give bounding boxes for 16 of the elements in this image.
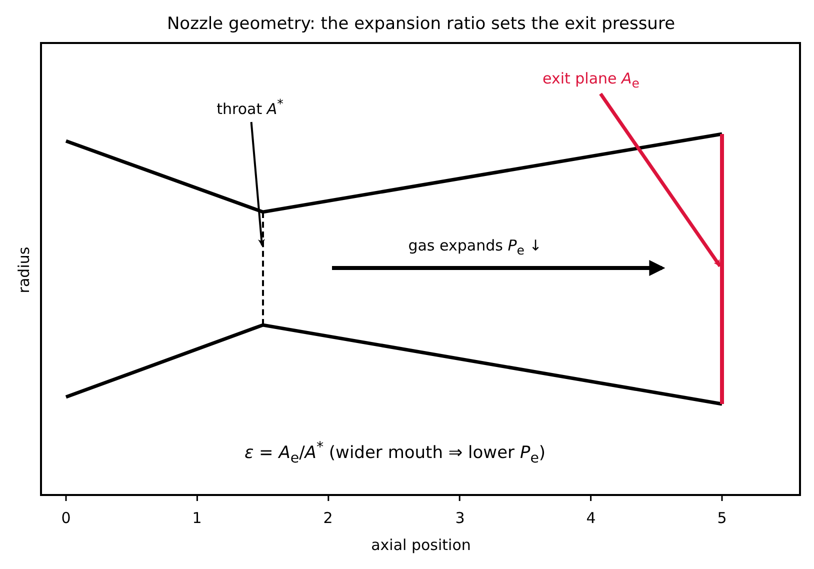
chart-title: Nozzle geometry: the expansion ratio sets the exit pressure bbox=[166, 14, 676, 34]
tick-label: 4 bbox=[586, 509, 596, 527]
annotation-label: exit plane A$_{e}$ bbox=[542, 70, 640, 90]
tick-label: 0 bbox=[61, 509, 71, 527]
axis-label: radius bbox=[15, 246, 33, 294]
leader-line bbox=[599, 92, 722, 268]
leader-line bbox=[250, 122, 265, 246]
formula-label: ε = A$_{e}$/A$^{*}$ (wider mouth ⇒ lower P$_{e}$) bbox=[244, 439, 546, 467]
tick-label: 1 bbox=[192, 509, 202, 527]
axis-label: axial position bbox=[371, 536, 471, 554]
tick-label: 5 bbox=[717, 509, 727, 527]
tick-label: 3 bbox=[455, 509, 465, 527]
throat-line bbox=[262, 212, 266, 325]
flow-label: gas expands P$_{e}$ ↓ bbox=[408, 236, 542, 258]
tick-label: 2 bbox=[323, 509, 333, 527]
annotation-label: throat A$^{*}$ bbox=[216, 96, 284, 118]
